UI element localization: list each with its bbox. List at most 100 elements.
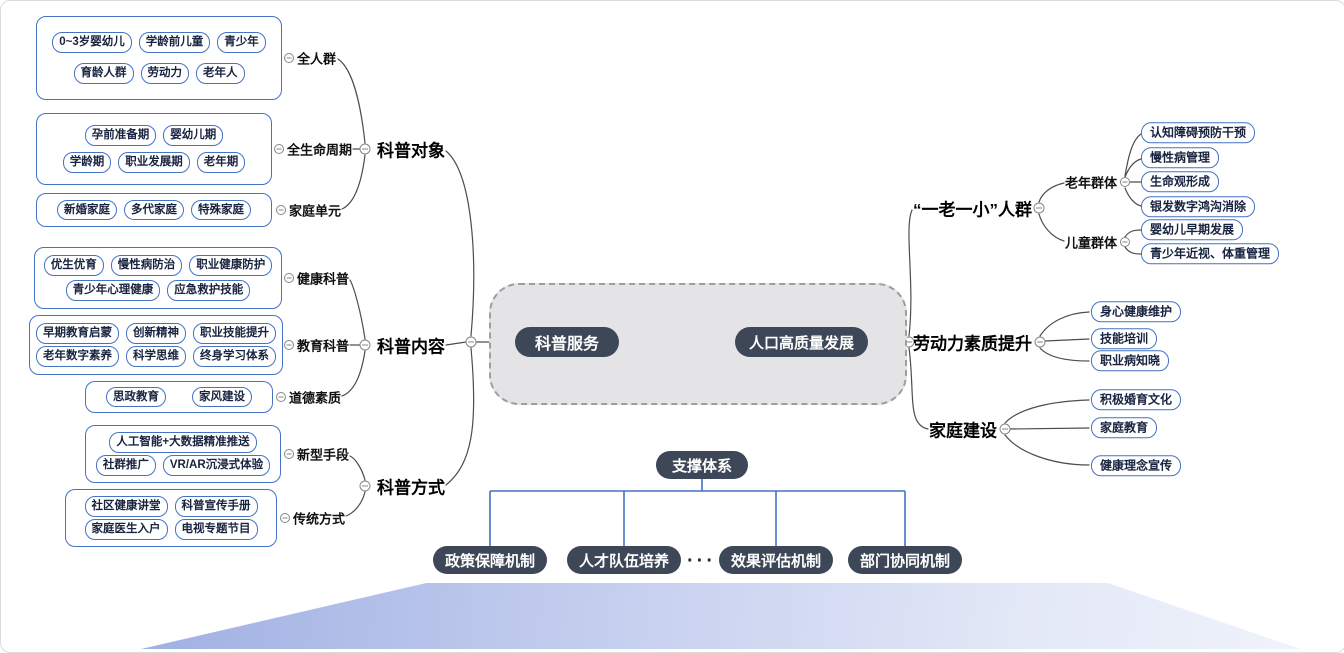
leaf-topic[interactable]: 银发数字鸿沟消除 <box>1141 196 1256 218</box>
group-box-education[interactable]: 早期教育启蒙 创新精神 职业技能提升 老年数字素养 科学思维 终身学习体系 <box>29 315 283 375</box>
collapse-button[interactable] <box>276 205 286 215</box>
topic-pill[interactable]: 老年期 <box>196 152 246 174</box>
topic-pill[interactable]: 科普宣传手册 <box>174 496 258 517</box>
root-node[interactable]: 科普服务 <box>515 327 620 357</box>
collapse-button[interactable] <box>284 53 294 63</box>
group-box-health[interactable]: 优生优育 慢性病防治 职业健康防护 青少年心理健康 应急救护技能 <box>34 247 282 309</box>
collapse-button[interactable] <box>284 340 294 350</box>
topic-pill[interactable]: 学龄前儿童 <box>138 31 211 53</box>
support-system-node[interactable]: 支撑体系 <box>655 451 749 479</box>
topic-pill[interactable]: 科学思维 <box>126 346 186 368</box>
leaf-topic[interactable]: 婴幼儿早期发展 <box>1141 219 1244 241</box>
topic-pill[interactable]: 婴幼儿期 <box>163 124 224 146</box>
collapse-button[interactable] <box>465 336 477 348</box>
topic-pill[interactable]: 青少年 <box>217 31 266 53</box>
branch-content[interactable]: 科普内容 <box>377 337 445 357</box>
leaf-topic[interactable]: 家庭教育 <box>1091 417 1158 439</box>
branch-workforce[interactable]: 劳动力素质提升 <box>913 334 1032 354</box>
group-box-life-cycle[interactable]: 孕前准备期 婴幼儿期 学龄期 职业发展期 老年期 <box>36 113 272 185</box>
sub-new-methods[interactable]: 新型手段 <box>297 447 350 463</box>
sub-family-unit[interactable]: 家庭单元 <box>289 203 342 219</box>
leaf-topic[interactable]: 健康理念宣传 <box>1091 455 1182 477</box>
pill-row: 社区健康讲堂 科普宣传手册 <box>69 496 273 517</box>
topic-pill[interactable]: 家风建设 <box>192 386 252 408</box>
sub-life-cycle[interactable]: 全生命周期 <box>287 142 353 158</box>
topic-pill[interactable]: VR/AR沉浸式体验 <box>162 455 271 476</box>
collapse-button[interactable] <box>359 143 371 155</box>
collapse-button[interactable] <box>274 144 284 154</box>
topic-pill[interactable]: 应急救护技能 <box>167 279 251 301</box>
topic-pill[interactable]: 特殊家庭 <box>191 199 251 221</box>
branch-methods[interactable]: 科普方式 <box>377 478 445 498</box>
collapse-button[interactable] <box>999 423 1011 435</box>
pill-row: 新婚家庭 多代家庭 特殊家庭 <box>40 199 268 221</box>
group-box-all-population[interactable]: 0~3岁婴幼儿 学龄前儿童 青少年 育龄人群 劳动力 老年人 <box>36 16 282 100</box>
collapse-button[interactable] <box>1033 202 1045 214</box>
support-item-coordination[interactable]: 部门协同机制 <box>847 546 963 574</box>
topic-pill[interactable]: 优生优育 <box>43 255 104 277</box>
topic-pill[interactable]: 职业发展期 <box>118 152 190 174</box>
topic-pill[interactable]: 创新精神 <box>126 322 186 344</box>
leaf-topic[interactable]: 生命观形成 <box>1141 171 1220 193</box>
topic-pill[interactable]: 0~3岁婴幼儿 <box>52 31 132 53</box>
sub-children-group[interactable]: 儿童群体 <box>1065 235 1118 251</box>
topic-pill[interactable]: 学龄期 <box>62 152 112 174</box>
collapse-button[interactable] <box>280 513 290 523</box>
topic-pill[interactable]: 育龄人群 <box>73 63 134 85</box>
pill-row: 人工智能+大数据精准推送 <box>89 432 277 453</box>
leaf-topic[interactable]: 认知障碍预防干预 <box>1141 122 1256 144</box>
group-box-traditional-methods[interactable]: 社区健康讲堂 科普宣传手册 家庭医生入户 电视专题节目 <box>65 489 277 547</box>
sub-elderly-group[interactable]: 老年群体 <box>1065 175 1118 191</box>
pill-row: 思政教育 家风建设 <box>89 386 269 408</box>
collapse-button[interactable] <box>276 392 286 402</box>
topic-pill[interactable]: 职业技能提升 <box>193 322 276 344</box>
support-item-policy[interactable]: 政策保障机制 <box>432 546 548 574</box>
topic-pill[interactable]: 早期教育启蒙 <box>36 322 119 344</box>
branch-audience[interactable]: 科普对象 <box>377 141 445 161</box>
topic-pill[interactable]: 慢性病防治 <box>110 255 183 277</box>
topic-pill[interactable]: 老年数字素养 <box>36 346 119 368</box>
topic-pill[interactable]: 新婚家庭 <box>57 199 117 221</box>
collapse-button[interactable] <box>359 480 371 492</box>
collapse-button[interactable] <box>1034 336 1046 348</box>
sub-all-population[interactable]: 全人群 <box>297 51 337 67</box>
topic-pill[interactable]: 多代家庭 <box>124 199 184 221</box>
sub-health-popularization[interactable]: 健康科普 <box>297 271 350 287</box>
collapse-button[interactable] <box>284 449 294 459</box>
leaf-topic[interactable]: 青少年近视、体重管理 <box>1141 243 1280 265</box>
group-box-moral[interactable]: 思政教育 家风建设 <box>85 381 273 413</box>
leaf-topic[interactable]: 职业病知晓 <box>1091 350 1170 372</box>
support-item-evaluation[interactable]: 效果评估机制 <box>718 546 834 574</box>
collapse-button[interactable] <box>1120 237 1130 247</box>
topic-pill[interactable]: 青少年心理健康 <box>65 279 161 301</box>
topic-pill[interactable]: 电视专题节目 <box>174 519 258 540</box>
topic-pill[interactable]: 思政教育 <box>106 386 166 408</box>
topic-pill[interactable]: 社区健康讲堂 <box>84 496 168 517</box>
goal-node[interactable]: 人口高质量发展 <box>735 327 869 357</box>
pill-row: 早期教育启蒙 创新精神 职业技能提升 <box>33 322 279 344</box>
leaf-topic[interactable]: 身心健康维护 <box>1091 301 1182 323</box>
sub-traditional-methods[interactable]: 传统方式 <box>293 511 346 527</box>
topic-pill[interactable]: 社群推广 <box>95 455 156 476</box>
leaf-topic[interactable]: 积极婚育文化 <box>1091 389 1182 411</box>
sub-education-popularization[interactable]: 教育科普 <box>297 338 350 354</box>
group-box-family-unit[interactable]: 新婚家庭 多代家庭 特殊家庭 <box>36 193 272 227</box>
group-box-new-methods[interactable]: 人工智能+大数据精准推送 社群推广 VR/AR沉浸式体验 <box>85 425 281 483</box>
topic-pill[interactable]: 孕前准备期 <box>84 124 157 146</box>
leaf-topic[interactable]: 慢性病管理 <box>1141 147 1220 169</box>
topic-pill[interactable]: 劳动力 <box>140 63 189 85</box>
leaf-topic[interactable]: 技能培训 <box>1091 328 1158 350</box>
support-item-talent[interactable]: 人才队伍培养 <box>566 546 682 574</box>
sub-moral-quality[interactable]: 道德素质 <box>289 390 342 406</box>
collapse-button[interactable] <box>1120 177 1130 187</box>
branch-elderly-children[interactable]: “一老一小”人群 <box>913 200 1032 220</box>
collapse-button[interactable] <box>284 273 294 283</box>
pill-row: 孕前准备期 婴幼儿期 <box>40 124 268 146</box>
branch-family-building[interactable]: 家庭建设 <box>929 421 997 441</box>
collapse-button[interactable] <box>359 339 371 351</box>
topic-pill[interactable]: 老年人 <box>196 63 245 85</box>
topic-pill[interactable]: 家庭医生入户 <box>84 519 168 540</box>
topic-pill[interactable]: 终身学习体系 <box>193 346 276 368</box>
topic-pill[interactable]: 人工智能+大数据精准推送 <box>109 432 257 453</box>
topic-pill[interactable]: 职业健康防护 <box>189 255 273 277</box>
